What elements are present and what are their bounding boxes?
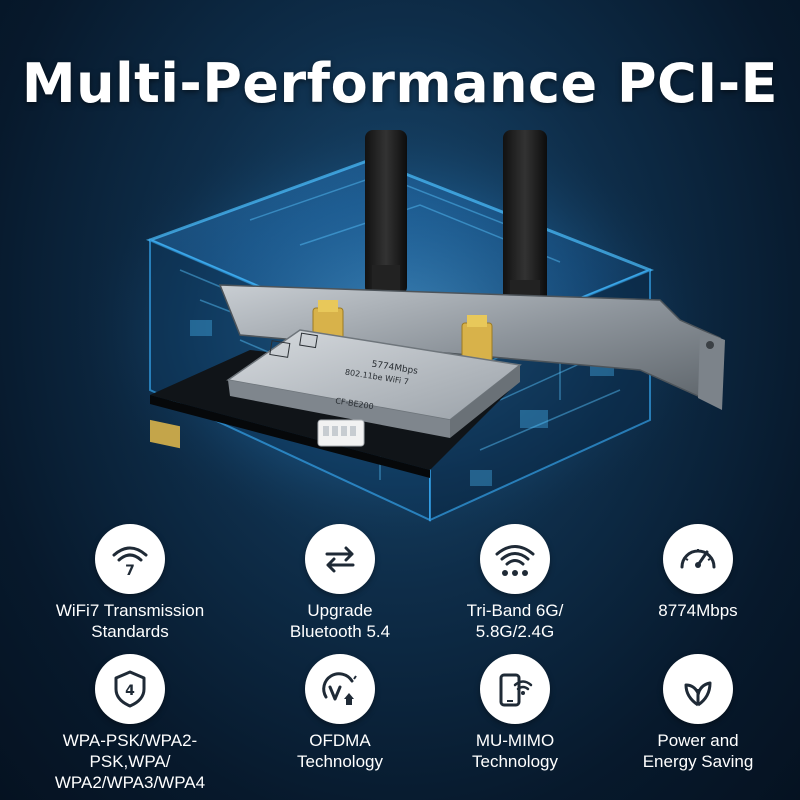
feature-wifi7: 7 WiFi7 Transmission Standards — [30, 524, 230, 642]
wifi-module-shield: 5774Mbps 802.11be WiFi 7 CF-BE200 — [226, 329, 522, 447]
antenna-left — [365, 130, 407, 295]
feature-security: 4 WPA-PSK/WPA2-PSK,WPA/ WPA2/WPA3/WPA4 — [30, 654, 230, 793]
svg-text:7: 7 — [125, 563, 135, 579]
page-title: Multi-Performance PCI-E — [21, 52, 779, 115]
bidirectional-arrows-icon — [305, 524, 375, 594]
feature-triband: Tri-Band 6G/ 5.8G/2.4G — [415, 524, 615, 642]
feature-ofdma: OFDMA Technology — [240, 654, 440, 772]
feature-label: Power and Energy Saving — [642, 731, 754, 771]
feature-label: 8774Mbps — [658, 601, 738, 620]
feature-label: Upgrade Bluetooth 5.4 — [289, 601, 391, 641]
feature-label: WiFi7 Transmission Standards — [55, 601, 205, 641]
triband-wifi-icon — [480, 524, 550, 594]
feature-label: OFDMA Technology — [296, 731, 383, 771]
feature-label: Tri-Band 6G/ 5.8G/2.4G — [466, 601, 564, 641]
ofdma-icon — [305, 654, 375, 724]
feature-speed: 8774Mbps — [598, 524, 798, 621]
antennas — [365, 130, 547, 310]
feature-mu-mimo: MU-MIMO Technology — [415, 654, 615, 772]
antenna-connectors — [312, 300, 493, 368]
mu-mimo-phone-icon — [480, 654, 550, 724]
antenna-right — [503, 130, 547, 310]
feature-bluetooth: Upgrade Bluetooth 5.4 — [240, 524, 440, 642]
svg-text:4: 4 — [125, 683, 135, 699]
feature-label: MU-MIMO Technology — [471, 731, 558, 771]
feature-label: WPA-PSK/WPA2-PSK,WPA/ WPA2/WPA3/WPA4 — [54, 731, 206, 792]
leaves-icon — [663, 654, 733, 724]
shield-4-icon: 4 — [95, 654, 165, 724]
speedometer-icon — [663, 524, 733, 594]
wifi7-icon: 7 — [95, 524, 165, 594]
feature-power-saving: Power and Energy Saving — [598, 654, 798, 772]
